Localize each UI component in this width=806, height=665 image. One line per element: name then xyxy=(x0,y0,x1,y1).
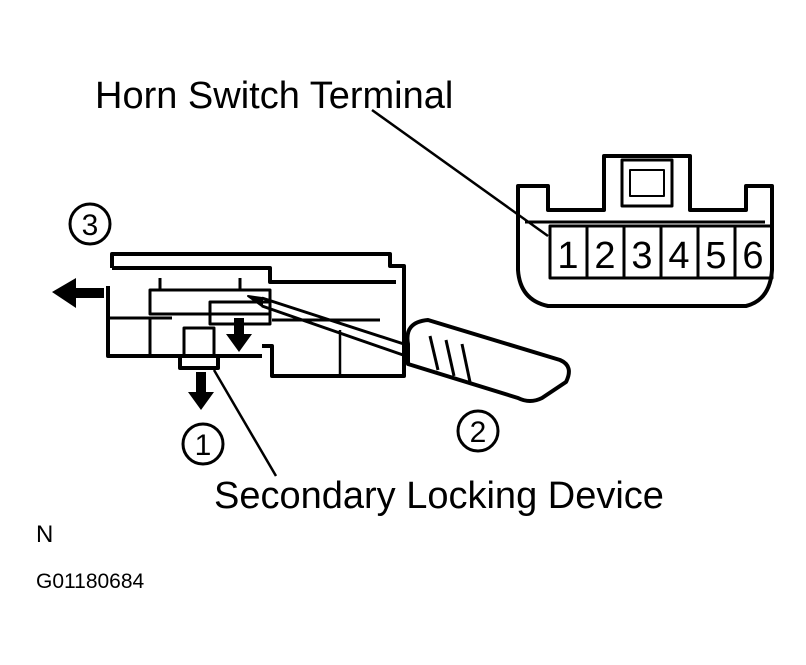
step-3-label: 3 xyxy=(82,209,99,242)
down-arrow-lock xyxy=(188,372,214,410)
step-1-label: 1 xyxy=(195,429,212,462)
step-2-marker: 2 xyxy=(456,409,500,453)
step-2-label: 2 xyxy=(470,416,487,449)
pin-separators xyxy=(585,226,737,278)
step-1-marker: 1 xyxy=(181,422,225,466)
title-leader-line xyxy=(371,108,549,238)
screwdriver xyxy=(247,295,571,403)
pin-2-label: 2 xyxy=(594,235,615,277)
step-3-marker: 3 xyxy=(68,202,112,246)
connector-body xyxy=(106,252,406,378)
figure-code: G01180684 xyxy=(36,570,145,593)
lock-leader-line xyxy=(212,369,278,477)
corner-letter: N xyxy=(36,521,53,548)
pin-3-label: 3 xyxy=(631,235,652,277)
horn-switch-terminal-label: Horn Switch Terminal xyxy=(95,75,453,117)
down-arrow-inner xyxy=(226,318,252,352)
pull-arrow-left xyxy=(52,278,104,308)
pin-6-label: 6 xyxy=(742,235,763,277)
pin-5-label: 5 xyxy=(705,235,726,277)
pin-1-label: 1 xyxy=(557,235,578,277)
pin-4-label: 4 xyxy=(668,235,689,277)
secondary-locking-device-label: Secondary Locking Device xyxy=(214,475,664,517)
